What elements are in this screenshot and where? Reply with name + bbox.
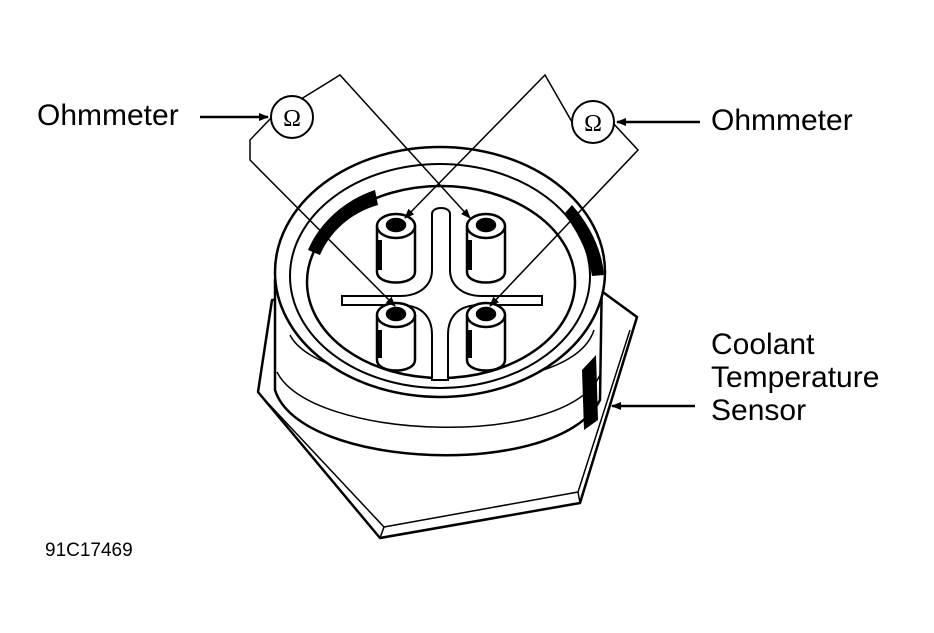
svg-text:Ω: Ω — [584, 111, 602, 137]
terminal-pin-bottom-right — [465, 301, 507, 372]
ohmmeter-label-right: Ohmmeter — [711, 104, 853, 137]
left-meter-lead-b — [249, 116, 396, 307]
ohmmeter-symbol-right: Ω — [571, 100, 615, 144]
connector-divider — [341, 207, 543, 381]
sensor-label-line1: Coolant — [711, 328, 815, 361]
right-meter-lead-b — [489, 121, 640, 307]
sensor-label-line2: Temperature — [711, 361, 880, 394]
figure-code: 91C17469 — [45, 540, 133, 561]
terminal-pins — [375, 212, 507, 372]
rim-shading — [308, 190, 604, 430]
sensor-label: Coolant Temperature Sensor — [711, 328, 879, 427]
terminal-pin-bottom-left — [375, 301, 417, 372]
sensor-label-line3: Sensor — [711, 394, 807, 427]
terminal-pin-top-left — [375, 212, 417, 284]
ohmmeter-symbol-left: Ω — [270, 95, 314, 139]
callout-arrows — [200, 113, 700, 410]
svg-text:Ω: Ω — [283, 106, 301, 132]
ohmmeter-label-left: Ohmmeter — [37, 99, 179, 132]
right-meter-lead-a — [404, 73, 573, 219]
terminal-pin-top-right — [465, 212, 507, 284]
